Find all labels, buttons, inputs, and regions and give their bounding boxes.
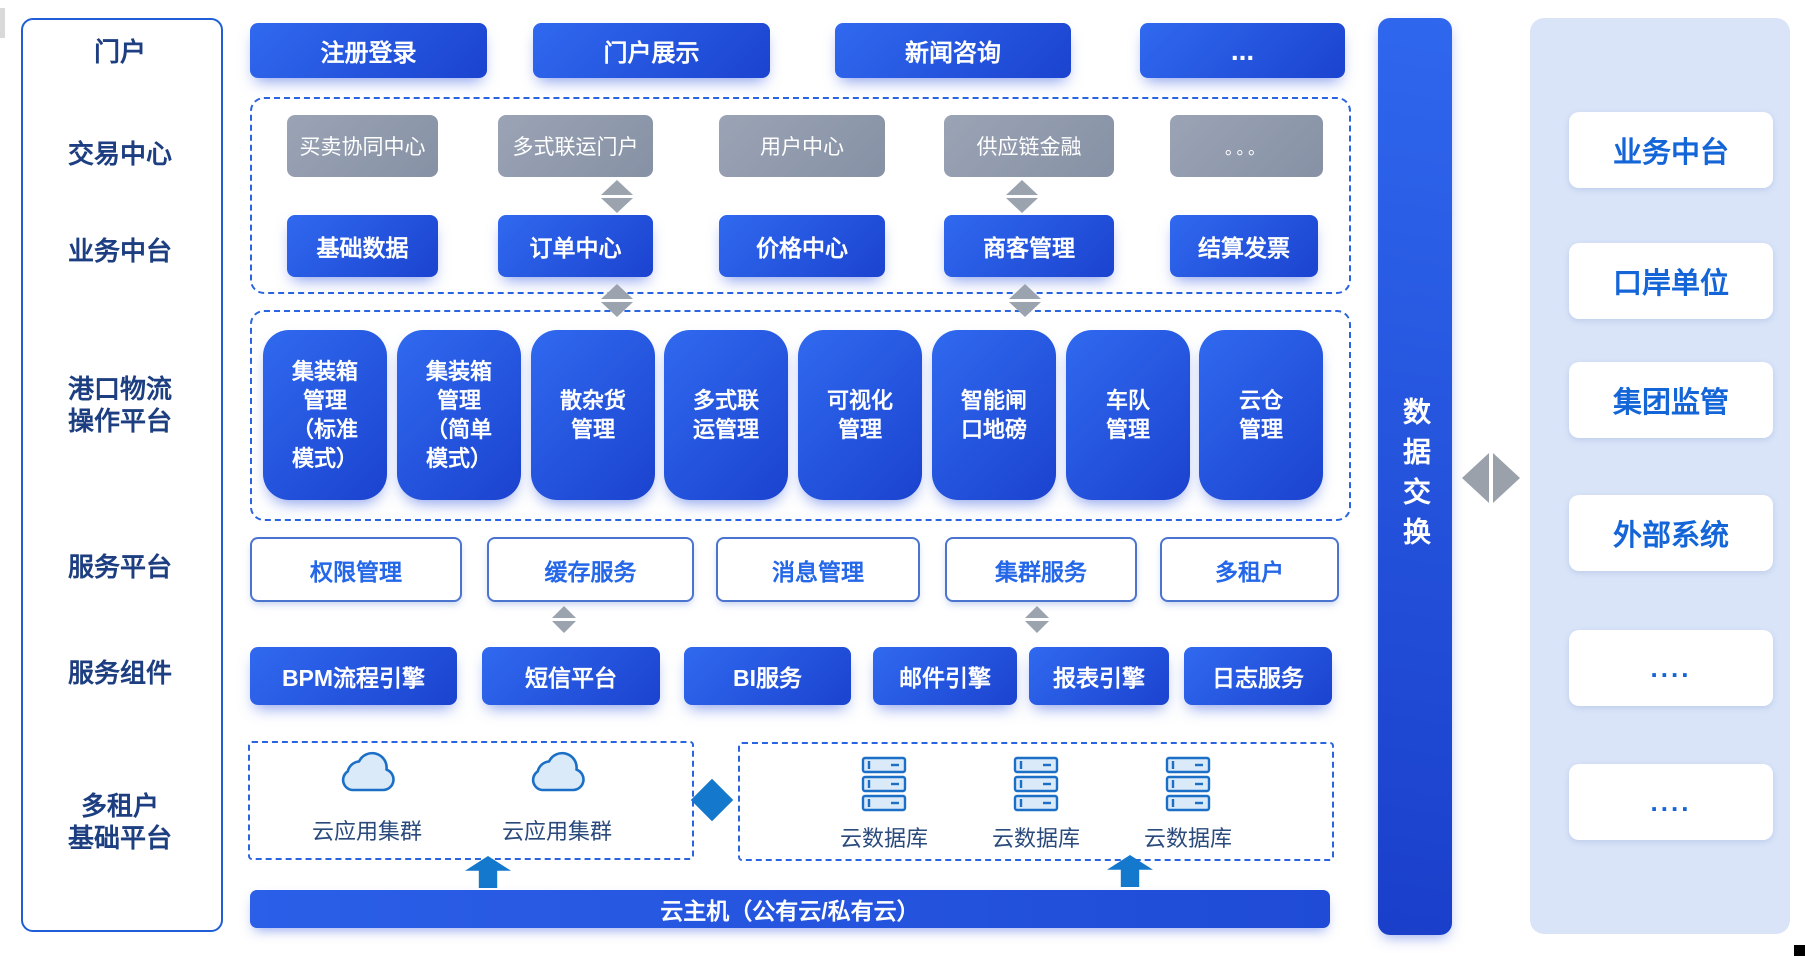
service-multitenant: 多租户 [1160, 537, 1339, 602]
component-bpm-engine: BPM流程引擎 [250, 647, 457, 705]
component-sms-platform: 短信平台 [482, 647, 660, 705]
blue-box-settlement-invoice: 结算发票 [1170, 215, 1318, 277]
up-down-arrow [552, 606, 576, 633]
cloud-database-label: 云数据库 [991, 826, 1080, 851]
port-logistics-section [250, 310, 1351, 521]
cloud-app-cluster-label: 云应用集群 [311, 819, 422, 844]
component-report-engine: 报表引擎 [1029, 647, 1169, 705]
module-cloud-warehouse-mgmt: 云仓 管理 [1199, 330, 1323, 500]
data-exchange-bar: 数据交换 [1378, 18, 1452, 935]
arrow-down-icon [601, 198, 633, 213]
arrow-up-icon [1025, 606, 1049, 618]
arrow-down-icon [552, 621, 576, 633]
left-layer-panel [21, 18, 223, 932]
arrow-up-icon [601, 284, 633, 299]
up-arrow-icon [465, 856, 511, 888]
service-cache: 缓存服务 [487, 537, 694, 602]
diamond-connector-icon [690, 778, 734, 822]
arrow-down-icon [1009, 302, 1041, 317]
up-down-arrow [601, 180, 633, 213]
gray-box-multimodal-portal: 多式联运门户 [498, 115, 653, 177]
arrow-up-icon [601, 180, 633, 195]
gray-box-supply-chain-finance: 供应链金融 [944, 115, 1114, 177]
service-message-mgmt: 消息管理 [716, 537, 920, 602]
gray-box-trade-collab-center: 买卖协同中心 [287, 115, 438, 177]
portal-button-portal-display: 门户展示 [533, 23, 770, 78]
component-mail-engine: 邮件引擎 [873, 647, 1017, 705]
up-down-arrow [1025, 606, 1049, 633]
cloud-host-bar: 云主机（公有云/私有云） [250, 890, 1330, 928]
arrow-up-icon [1006, 180, 1038, 195]
module-container-mgmt-simple: 集装箱 管理 （简单 模式） [397, 330, 521, 500]
service-permission-mgmt: 权限管理 [250, 537, 462, 602]
gray-box-more: 。。。 [1170, 115, 1323, 177]
module-fleet-mgmt: 车队 管理 [1066, 330, 1190, 500]
trading-center-section [250, 97, 1351, 294]
database-icon [861, 756, 907, 812]
layer-label-business-middle: 业务中台 [67, 235, 172, 266]
layer-label-portal: 门户 [93, 36, 146, 67]
arrow-down-icon [1025, 621, 1049, 633]
up-down-arrow [1006, 180, 1038, 213]
up-down-arrow [1009, 284, 1041, 317]
cloud-database-label: 云数据库 [839, 826, 928, 851]
database-icon [1013, 756, 1059, 812]
arrow-up-icon [552, 606, 576, 618]
module-bulk-cargo-mgmt: 散杂货 管理 [531, 330, 655, 500]
database-icon [1165, 756, 1211, 812]
arrow-down-icon [601, 302, 633, 317]
service-cluster: 集群服务 [945, 537, 1137, 602]
arrow-left-icon [1462, 453, 1489, 503]
layer-label-trading-center: 交易中心 [67, 138, 172, 169]
module-smart-gate-weighbridge: 智能闸 口地磅 [932, 330, 1056, 500]
blue-box-price-center: 价格中心 [719, 215, 885, 277]
blue-box-base-data: 基础数据 [287, 215, 438, 277]
portal-button-news: 新闻咨询 [835, 23, 1071, 78]
portal-button-more: ... [1140, 23, 1345, 78]
left-right-arrow [1462, 453, 1520, 503]
module-visualization-mgmt: 可视化 管理 [798, 330, 922, 500]
external-port-authority: 口岸单位 [1569, 243, 1773, 319]
component-bi-service: BI服务 [684, 647, 851, 705]
cloud-database-label: 云数据库 [1143, 826, 1232, 851]
component-log-service: 日志服务 [1184, 647, 1332, 705]
layer-label-multitenant-base: 多租户 基础平台 [67, 790, 172, 854]
arrow-right-icon [1493, 453, 1520, 503]
arrow-down-icon [1006, 198, 1038, 213]
cloud-icon [531, 751, 585, 792]
module-multimodal-transport-mgmt: 多式联 运管理 [664, 330, 788, 500]
edge-artifact [0, 8, 5, 38]
data-exchange-label: 数据交换 [1400, 396, 1431, 557]
external-group-supervision: 集团监管 [1569, 362, 1773, 438]
external-business-middle: 业务中台 [1569, 112, 1773, 188]
cloud-database-section [738, 742, 1334, 861]
up-down-arrow [601, 284, 633, 317]
blue-box-order-center: 订单中心 [498, 215, 653, 277]
external-more: .... [1569, 764, 1773, 840]
layer-label-port-logistics: 港口物流 操作平台 [67, 373, 172, 437]
external-more: .... [1569, 630, 1773, 706]
layer-label-service-platform: 服务平台 [67, 551, 172, 582]
cloud-icon [341, 751, 395, 792]
cloud-app-cluster-label: 云应用集群 [501, 819, 612, 844]
external-external-systems: 外部系统 [1569, 495, 1773, 571]
layer-label-service-components: 服务组件 [67, 657, 172, 688]
blue-box-merchant-mgmt: 商客管理 [944, 215, 1114, 277]
corner-artifact [1794, 945, 1805, 956]
gray-box-user-center: 用户中心 [719, 115, 885, 177]
arrow-up-icon [1009, 284, 1041, 299]
portal-button-register-login: 注册登录 [250, 23, 487, 78]
module-container-mgmt-standard: 集装箱 管理 （标准 模式） [263, 330, 387, 500]
